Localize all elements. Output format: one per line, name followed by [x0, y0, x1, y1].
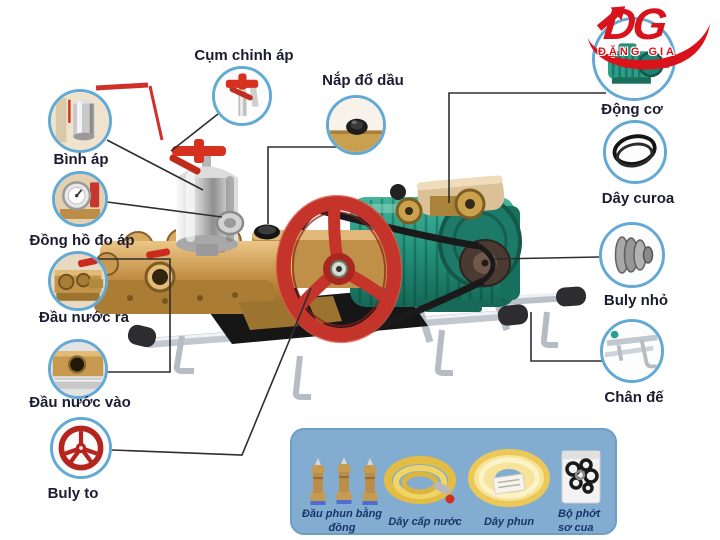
callout-dau-nuoc-ra — [48, 251, 108, 311]
label-supply-hose: Dây cấp nước — [388, 516, 462, 528]
logo-swoosh-icon — [588, 6, 710, 70]
brand-logo: DG ĐẶNG GIA — [578, 0, 718, 80]
label-nap-do-dau: Nắp đổ dầu — [322, 72, 404, 89]
small-pulley-icon — [602, 225, 662, 285]
label-dau-nuoc-ra: Đầu nước ra — [39, 309, 129, 326]
callout-dong-ho-do-ap — [52, 171, 108, 227]
stand-legs-icon — [603, 322, 661, 380]
label-chan-de: Chân đế — [604, 389, 664, 406]
label-dong-co: Động cơ — [601, 101, 663, 118]
big-pulley-icon — [53, 420, 109, 476]
label-binh-ap: Bình áp — [53, 151, 109, 168]
label-spray-hose: Dây phun — [483, 516, 535, 528]
water-inlet-icon — [51, 342, 105, 396]
label-cum-chinh-ap: Cụm chỉnh áp — [194, 47, 294, 64]
callout-buly-to — [50, 417, 112, 479]
flywheel — [275, 194, 403, 344]
brass-nozzles-icon — [310, 456, 379, 506]
pressure-tank-icon — [51, 92, 109, 150]
callout-nap-do-dau — [326, 95, 386, 155]
pressure-gauge-icon — [55, 174, 105, 224]
label-dau-nuoc-vao: Đầu nước vào — [29, 394, 131, 411]
label-seal-kit: Bộ phớt sơ cua — [558, 508, 601, 534]
logo-name: ĐẶNG GIA — [598, 46, 677, 58]
callout-cum-chinh-ap — [212, 66, 272, 126]
motor-top-mount — [395, 175, 505, 225]
accessories-panel: Đầu phun bằng đồng Dây cấp nước Dây phun — [290, 428, 617, 535]
seal-kit-icon — [561, 450, 601, 504]
label-dong-ho-do-ap: Đồng hồ đo áp — [29, 232, 135, 249]
pressure-regulator-icon — [215, 69, 269, 123]
oil-cap-icon — [329, 98, 383, 152]
label-nozzles: Đầu phun bằng đồng — [301, 508, 383, 534]
label-buly-to: Buly to — [47, 485, 99, 502]
label-buly-nho: Buly nhỏ — [603, 292, 669, 309]
callout-buly-nho — [599, 222, 665, 288]
logo-abbr: DG — [601, 0, 667, 49]
supply-hose-icon — [384, 456, 456, 504]
callout-dau-nuoc-vao — [48, 339, 108, 399]
callout-day-curoa — [603, 120, 667, 184]
callout-chan-de — [600, 319, 664, 383]
spray-hose-icon — [468, 449, 550, 507]
water-outlet-icon — [51, 254, 105, 308]
belt-icon — [606, 123, 664, 181]
label-day-curoa: Dây curoa — [601, 190, 675, 207]
callout-binh-ap — [48, 89, 112, 153]
leader-lines — [98, 92, 606, 456]
air-chamber — [95, 82, 245, 256]
